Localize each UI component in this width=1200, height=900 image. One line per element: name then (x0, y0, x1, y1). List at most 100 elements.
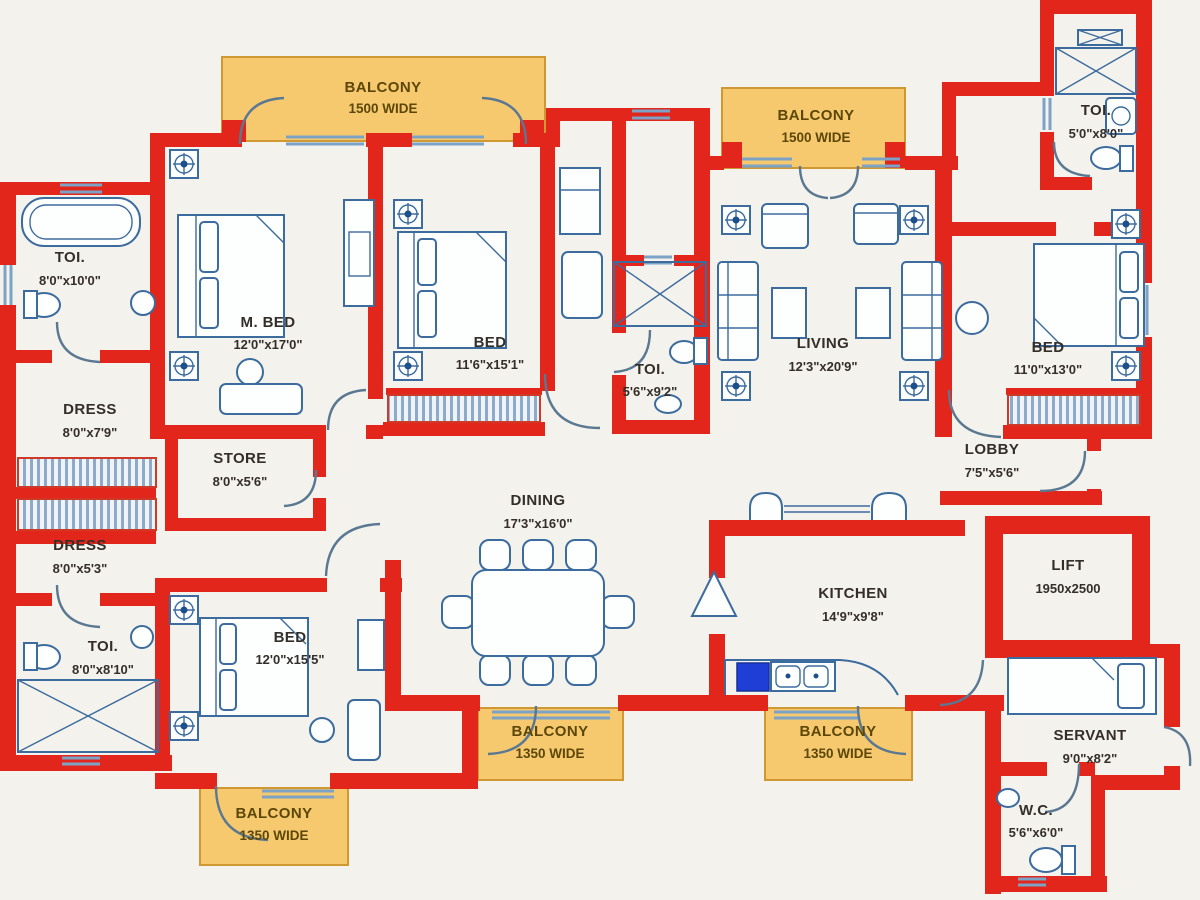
sofa-icon (901, 261, 943, 361)
side-table-icon (899, 371, 929, 401)
door-arc-icon (1044, 763, 1081, 814)
chair-icon (561, 251, 603, 319)
living-furniture (717, 203, 943, 401)
shower-tray-icon (17, 679, 159, 753)
door-arc-icon (947, 389, 1002, 439)
room-label: BALCONY (512, 723, 589, 740)
room-dims: 8'0"x7'9" (63, 425, 118, 440)
pillow-icon (1119, 297, 1139, 339)
room-dims: 17'3"x16'0" (503, 516, 572, 531)
room-label: BED (474, 334, 507, 351)
shower-tray-icon (613, 261, 707, 327)
stool-icon (955, 301, 989, 335)
room-label: DRESS (53, 537, 107, 554)
pillow-icon (1119, 251, 1139, 293)
room-label: SERVANT (1053, 727, 1126, 744)
shower-tray-icon (1055, 47, 1137, 95)
dresser-icon (357, 619, 385, 671)
chair-icon (565, 539, 597, 571)
room-label: TOI. (635, 361, 666, 378)
door-arc-icon (55, 584, 101, 629)
door-arc-icon (487, 705, 538, 756)
chair-icon (522, 539, 554, 571)
wardrobe-hatch (1007, 394, 1141, 426)
room-label: DINING (511, 492, 566, 509)
room-dims: 11'6"x15'1" (456, 357, 524, 372)
stove-icon (736, 662, 770, 692)
window-icon (1018, 877, 1046, 887)
toi-mid-fixtures (613, 261, 708, 414)
basin-icon (654, 394, 682, 414)
table-icon (219, 383, 303, 415)
armchair-icon (761, 203, 809, 249)
basin-icon (871, 491, 907, 520)
pillow-icon (1117, 663, 1145, 709)
chair-icon (522, 654, 554, 686)
door-arc-icon (55, 321, 101, 364)
room-label: M. BED (241, 314, 296, 331)
door-arc-icon (283, 469, 318, 508)
wardrobe-hatch (17, 498, 157, 531)
toi-left-fixtures (21, 197, 156, 319)
pillow-icon (199, 277, 219, 329)
room-dims: 1950x2500 (1035, 581, 1100, 596)
armchair-icon (853, 203, 899, 245)
room-label: BED (274, 629, 307, 646)
toilet-tank-icon (1061, 845, 1076, 875)
room-label: LOBBY (965, 441, 1020, 458)
room-dims: 5'6"x6'0" (1009, 825, 1064, 840)
window-icon (1042, 98, 1052, 130)
window-icon (742, 157, 792, 168)
side-table-icon (1111, 209, 1141, 239)
center-table-icon (855, 287, 891, 339)
toi-bl-fixtures (17, 625, 159, 753)
stool-icon (236, 358, 264, 386)
dining-furniture (441, 539, 635, 686)
doors (55, 96, 1192, 842)
room-dims: 5'6"x9'2" (623, 384, 678, 399)
bed4-furniture (169, 595, 385, 761)
balcony-bottom-right (764, 707, 913, 781)
wardrobe-hatch (17, 457, 157, 488)
mbed-furniture (169, 149, 375, 415)
bed2-furniture (393, 167, 603, 381)
side-table-icon (899, 205, 929, 235)
furniture (17, 29, 1157, 875)
toilet-tank-icon (693, 337, 708, 365)
room-dims: 1500 WIDE (348, 101, 417, 116)
room-label: LIFT (1051, 557, 1084, 574)
pillow-icon (219, 669, 237, 711)
door-arc-icon (613, 329, 652, 374)
wc-fixtures (996, 788, 1076, 875)
basin-icon (749, 491, 783, 520)
kitchen-fixtures (690, 491, 907, 696)
pillow-icon (417, 238, 437, 286)
bathtub-icon (21, 197, 141, 247)
window-icon (492, 710, 610, 720)
window-icon (62, 756, 100, 766)
room-dims: 11'0"x13'0" (1014, 362, 1082, 377)
double-bed-icon (199, 617, 309, 717)
toilet-icon (1090, 146, 1122, 170)
side-table-icon (169, 711, 199, 741)
room-label: BALCONY (236, 805, 313, 822)
door-arc-icon (1052, 141, 1091, 178)
window-icon (862, 157, 900, 168)
room-label: BALCONY (778, 107, 855, 124)
pillow-icon (219, 623, 237, 665)
room-dims: 1350 WIDE (239, 828, 308, 843)
counter-icon (724, 659, 899, 696)
door-arc-icon (798, 165, 829, 200)
toilet-tank-icon (23, 290, 38, 319)
room-dims: 5'0"x8'0" (1069, 126, 1124, 141)
side-table-icon (393, 351, 423, 381)
chair-icon (601, 595, 635, 629)
door-arc-icon (856, 705, 907, 756)
room-label: TOI. (55, 249, 86, 266)
room-labels: BALCONY 1500 WIDE BALCONY 1500 WIDE TOI.… (39, 79, 1126, 843)
wardrobe-hatch (387, 394, 541, 423)
side-table-icon (721, 371, 751, 401)
toilet-tank-icon (23, 642, 38, 671)
